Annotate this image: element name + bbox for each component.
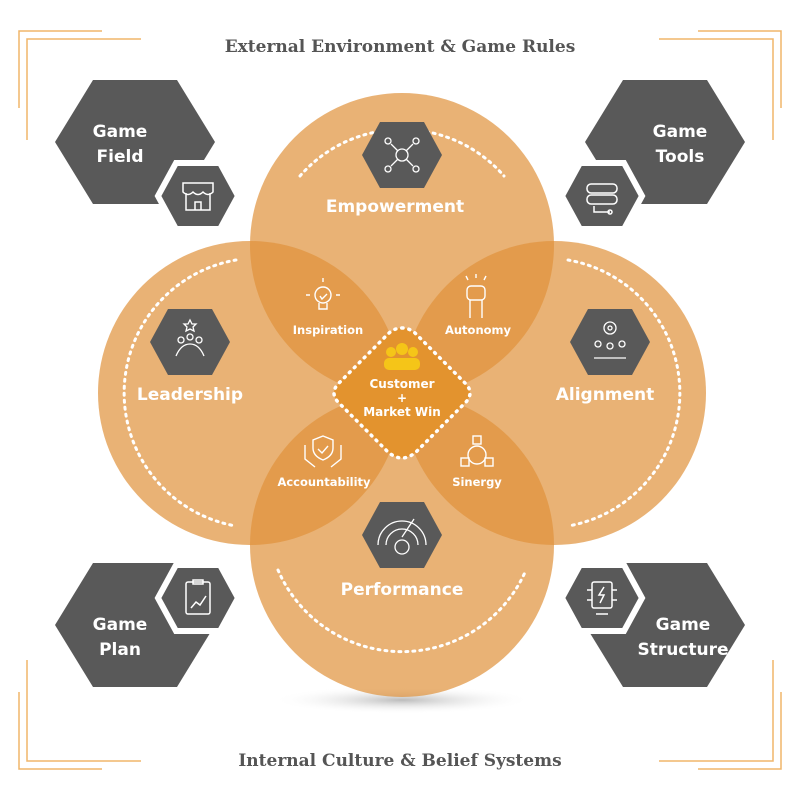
dotted-arc-right <box>566 258 682 528</box>
team-star-hex-icon <box>150 309 230 375</box>
game-tools-line2: Tools <box>656 147 705 167</box>
synergy-icon <box>460 435 494 467</box>
target-people-hex-icon <box>570 309 650 375</box>
label-performance: Performance <box>341 580 464 600</box>
game-structure-line1: Game <box>656 615 711 635</box>
game-tools-line1: Game <box>653 122 708 142</box>
game-field-badge: Game Field <box>55 80 215 204</box>
game-field-line2: Field <box>97 147 144 167</box>
shield-hands-icon <box>304 435 342 468</box>
game-plan-line1: Game <box>93 615 148 635</box>
dotted-arc-bottom <box>276 568 528 654</box>
corner-brackets <box>18 30 782 770</box>
tools-hex-icon <box>562 163 642 229</box>
label-leadership: Leadership <box>137 385 243 405</box>
label-accountability: Accountability <box>277 475 371 489</box>
center-line2: + <box>397 391 407 405</box>
people-icon <box>384 343 420 370</box>
footer-title: Internal Culture & Belief Systems <box>238 751 561 771</box>
game-plan-line2: Plan <box>99 640 141 660</box>
game-plan-badge: Game Plan <box>55 563 215 687</box>
center-diamond <box>332 326 472 460</box>
shadow <box>272 686 532 714</box>
clipboard-hex-icon <box>158 565 238 631</box>
center-line3: Market Win <box>363 405 441 419</box>
gauge-hex-icon <box>362 502 442 568</box>
lightbulb-icon <box>306 278 340 310</box>
center-line1: Customer <box>369 377 434 391</box>
header-title: External Environment & Game Rules <box>225 37 576 57</box>
label-sinergy: Sinergy <box>452 475 502 489</box>
label-alignment: Alignment <box>556 385 655 405</box>
storefront-hex-icon <box>158 163 238 229</box>
dotted-arc-left <box>122 258 238 528</box>
network-hex-icon <box>362 122 442 188</box>
label-inspiration: Inspiration <box>293 323 363 337</box>
game-field-line1: Game <box>93 122 148 142</box>
label-empowerment: Empowerment <box>326 197 464 217</box>
game-structure-line2: Structure <box>637 640 728 660</box>
fist-icon <box>465 274 487 318</box>
dotted-arc-top <box>298 127 506 178</box>
circuit-hex-icon <box>562 565 642 631</box>
label-autonomy: Autonomy <box>445 323 512 337</box>
